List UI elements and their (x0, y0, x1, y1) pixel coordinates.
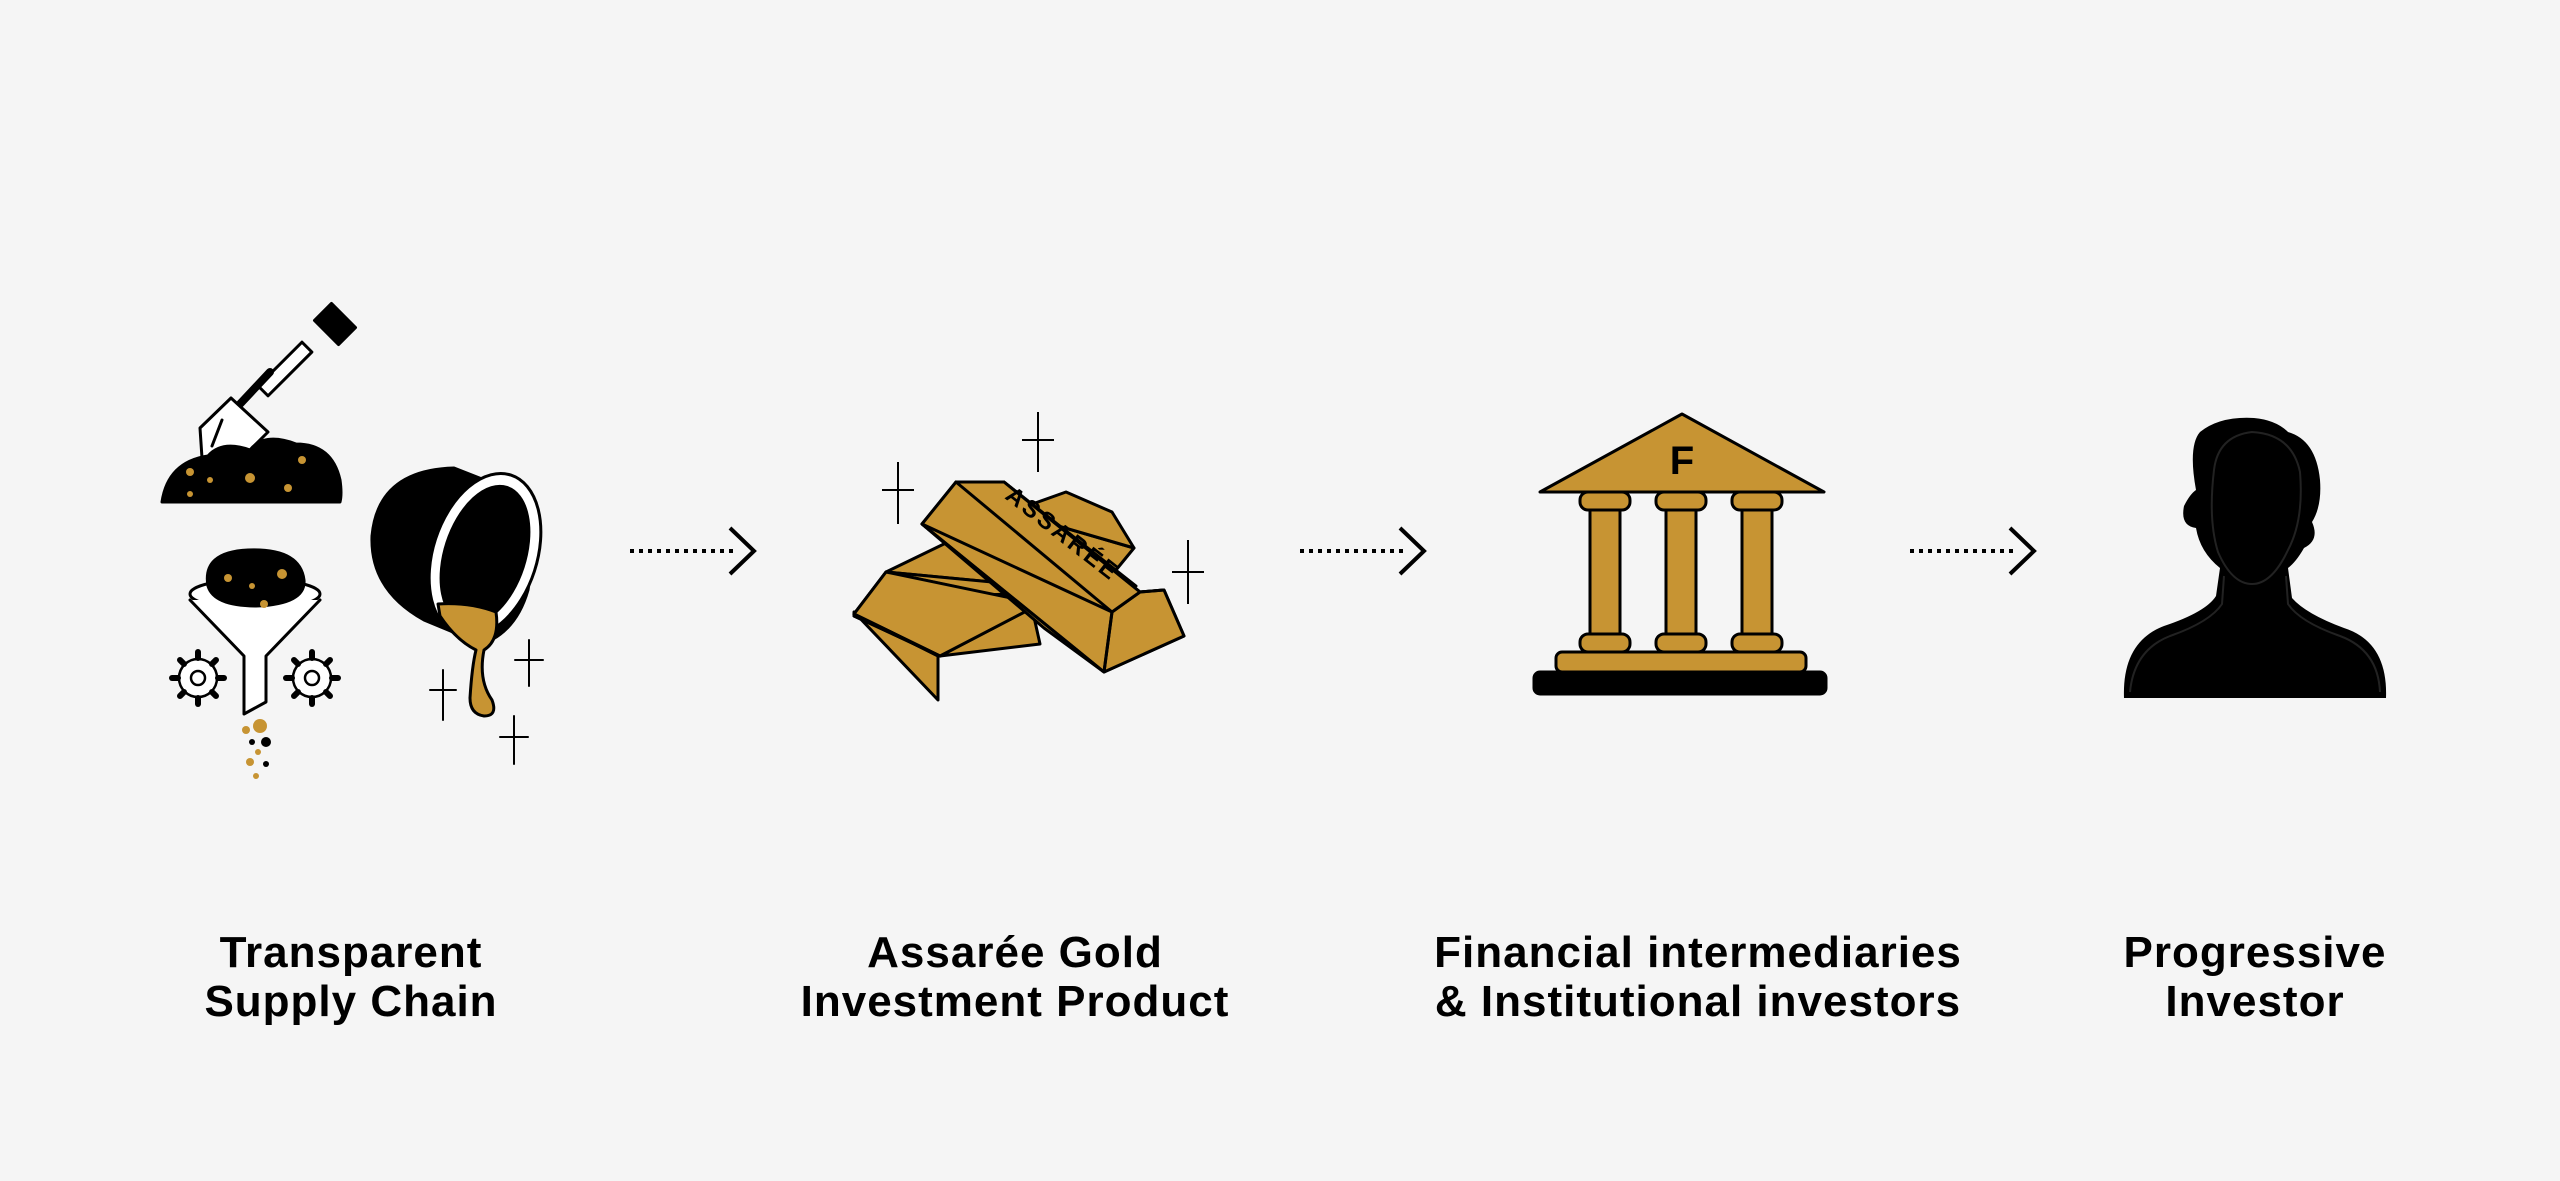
step-label-line: Transparent (219, 928, 483, 977)
dotted-arrow-icon (1910, 526, 2037, 576)
gear-icon (169, 649, 227, 707)
pediment-letter: F (1670, 439, 1694, 483)
step-label-supply-chain: Transparent Supply Chain (204, 928, 497, 1026)
bank-building-icon: F (1532, 412, 1828, 696)
step-label-line: Assarée Gold (867, 928, 1163, 977)
person-silhouette-icon (2123, 417, 2387, 698)
sparkle-icon (429, 639, 544, 765)
step-label-investor: Progressive Investor (2124, 928, 2387, 1026)
step-label-line: Progressive (2123, 928, 2387, 977)
step-label-line: Financial intermediaries (1434, 928, 1962, 977)
step-label-line: & Institutional investors (1434, 977, 1962, 1026)
dotted-arrow-icon (630, 526, 757, 576)
dotted-arrow-icon (1300, 526, 1427, 576)
gear-icon (283, 649, 341, 707)
step-label-line: Investor (2165, 977, 2345, 1026)
step-label-intermediaries: Financial intermediaries & Institutional… (1434, 928, 1962, 1026)
step-label-investment-product: Assarée Gold Investment Product (801, 928, 1230, 1026)
step-label-line: Supply Chain (204, 977, 498, 1026)
step-label-line: Investment Product (800, 977, 1230, 1026)
mining-refining-icon (160, 301, 544, 779)
gold-bars-icon: ASSARÉE (852, 412, 1204, 702)
sparkle-icon (882, 412, 1204, 604)
crucible-icon (370, 466, 543, 718)
shovel-icon (198, 301, 358, 464)
